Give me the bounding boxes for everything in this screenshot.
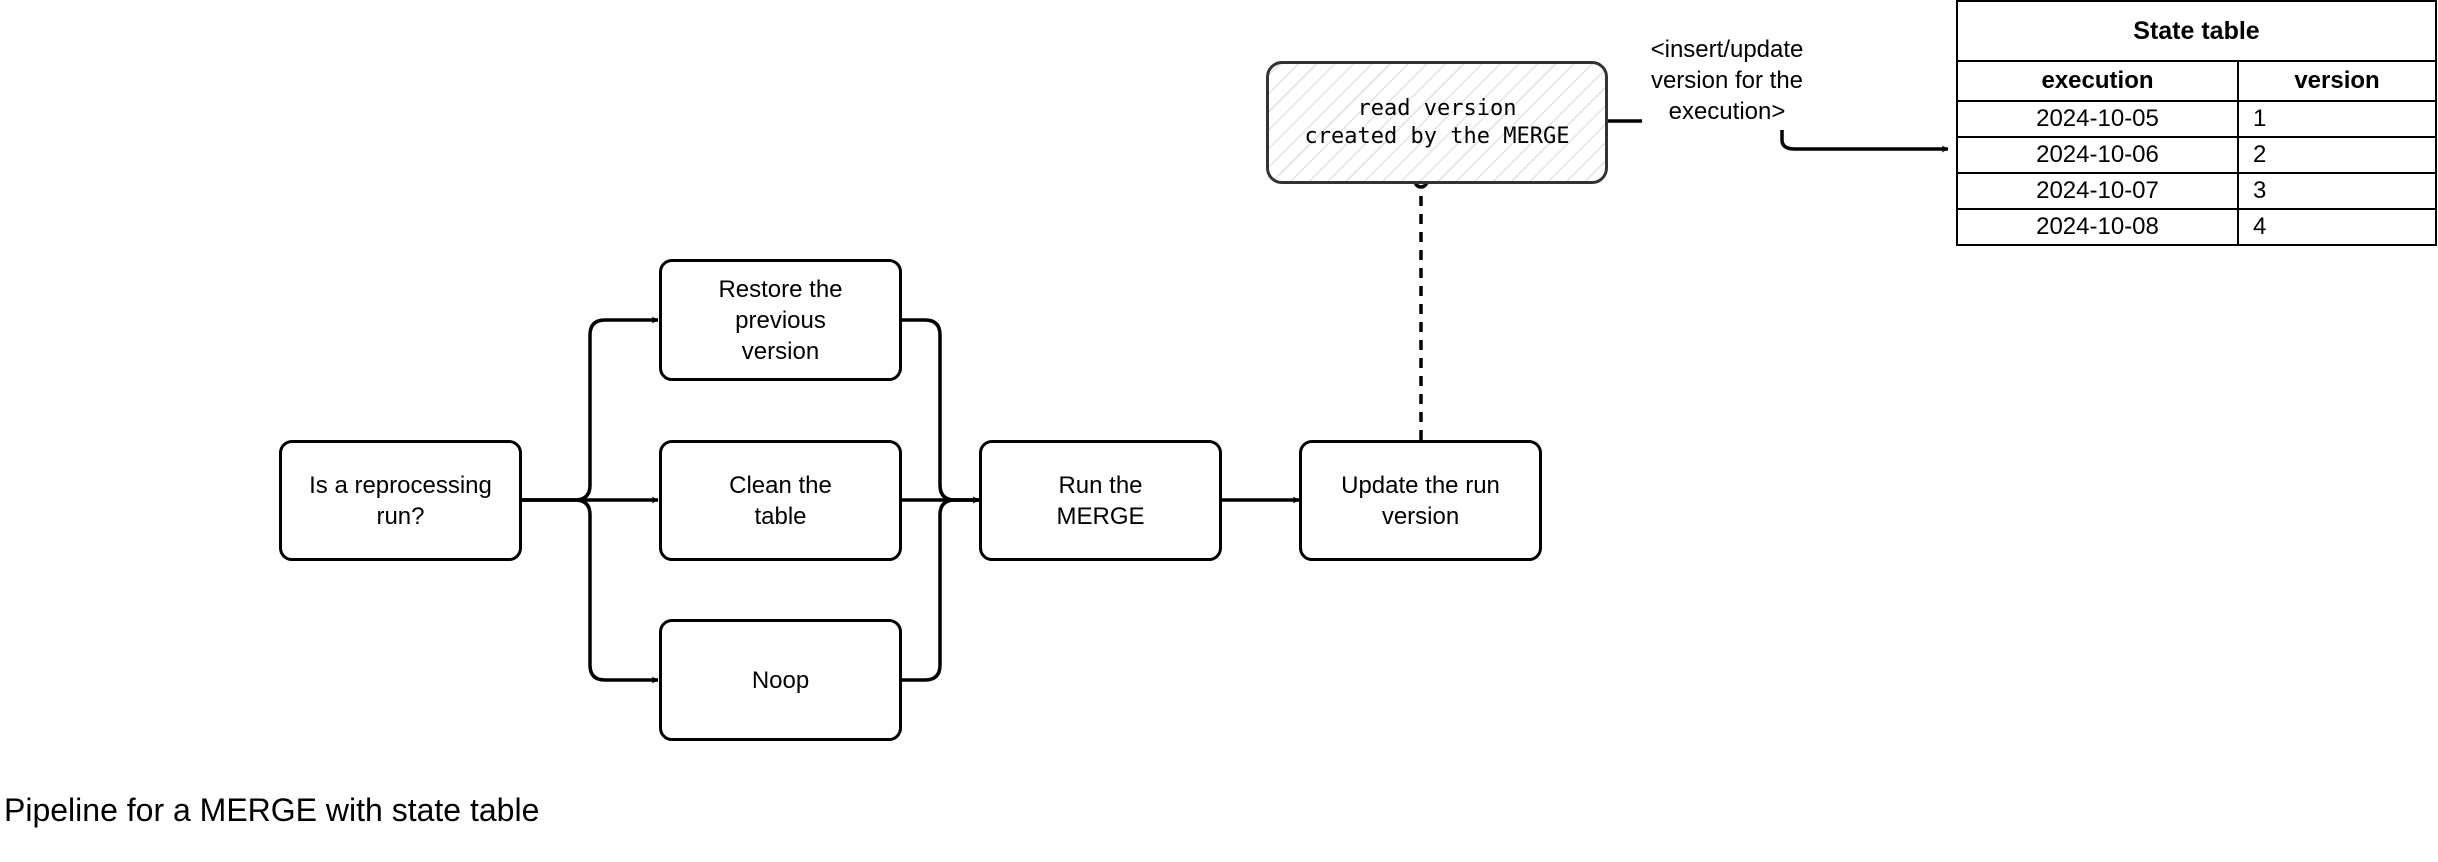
version-cell: 3 xyxy=(2237,172,2437,210)
edge-decision-to-noop xyxy=(521,498,659,684)
annotation-insert-update-version: <insert/update version for the execution… xyxy=(1650,36,1804,125)
execution-cell: 2024-10-07 xyxy=(1956,172,2239,210)
node-run-the-merge-label: Run the MERGE xyxy=(1056,471,1145,530)
note-read-version-label: read version created by the MERGE xyxy=(1304,95,1570,149)
execution-cell: 2024-10-08 xyxy=(1956,208,2239,246)
node-noop: Noop xyxy=(659,619,902,741)
node-clean-the-table: Clean the table xyxy=(659,440,902,561)
node-run-the-merge: Run the MERGE xyxy=(979,440,1222,561)
node-update-run-version: Update the run version xyxy=(1299,440,1542,561)
version-cell: 2 xyxy=(2237,136,2437,174)
edge-noop-to-merge xyxy=(900,496,980,682)
node-clean-the-table-label: Clean the table xyxy=(729,471,832,530)
execution-cell: 2024-10-05 xyxy=(1956,100,2239,138)
diagram-caption: Pipeline for a MERGE with state table xyxy=(4,792,540,828)
table-row: 2024-10-05 1 xyxy=(1956,100,2437,138)
state-table-header-execution: execution xyxy=(1956,60,2239,102)
state-table: State table execution version 2024-10-05… xyxy=(1956,0,2437,246)
execution-cell: 2024-10-06 xyxy=(1956,136,2239,174)
node-restore-previous-version: Restore the previous version xyxy=(659,259,902,381)
node-update-run-version-label: Update the run version xyxy=(1341,471,1500,530)
node-is-reprocessing-run: Is a reprocessing run? xyxy=(279,440,522,561)
node-noop-label: Noop xyxy=(751,666,810,694)
table-row: 2024-10-06 2 xyxy=(1956,136,2437,174)
table-row: 2024-10-08 4 xyxy=(1956,208,2437,246)
version-cell: 1 xyxy=(2237,100,2437,138)
edge-annotation-to-state-table xyxy=(1780,130,1949,153)
note-read-version: read version created by the MERGE xyxy=(1266,61,1608,184)
edge-decision-to-restore xyxy=(521,316,659,502)
node-restore-previous-version-label: Restore the previous version xyxy=(718,275,843,365)
state-table-title: State table xyxy=(1956,0,2437,62)
state-table-header-version: version xyxy=(2237,60,2437,102)
edge-restore-to-merge xyxy=(900,318,980,504)
node-is-reprocessing-run-label: Is a reprocessing run? xyxy=(309,471,492,530)
version-cell: 4 xyxy=(2237,208,2437,246)
table-row: 2024-10-07 3 xyxy=(1956,172,2437,210)
